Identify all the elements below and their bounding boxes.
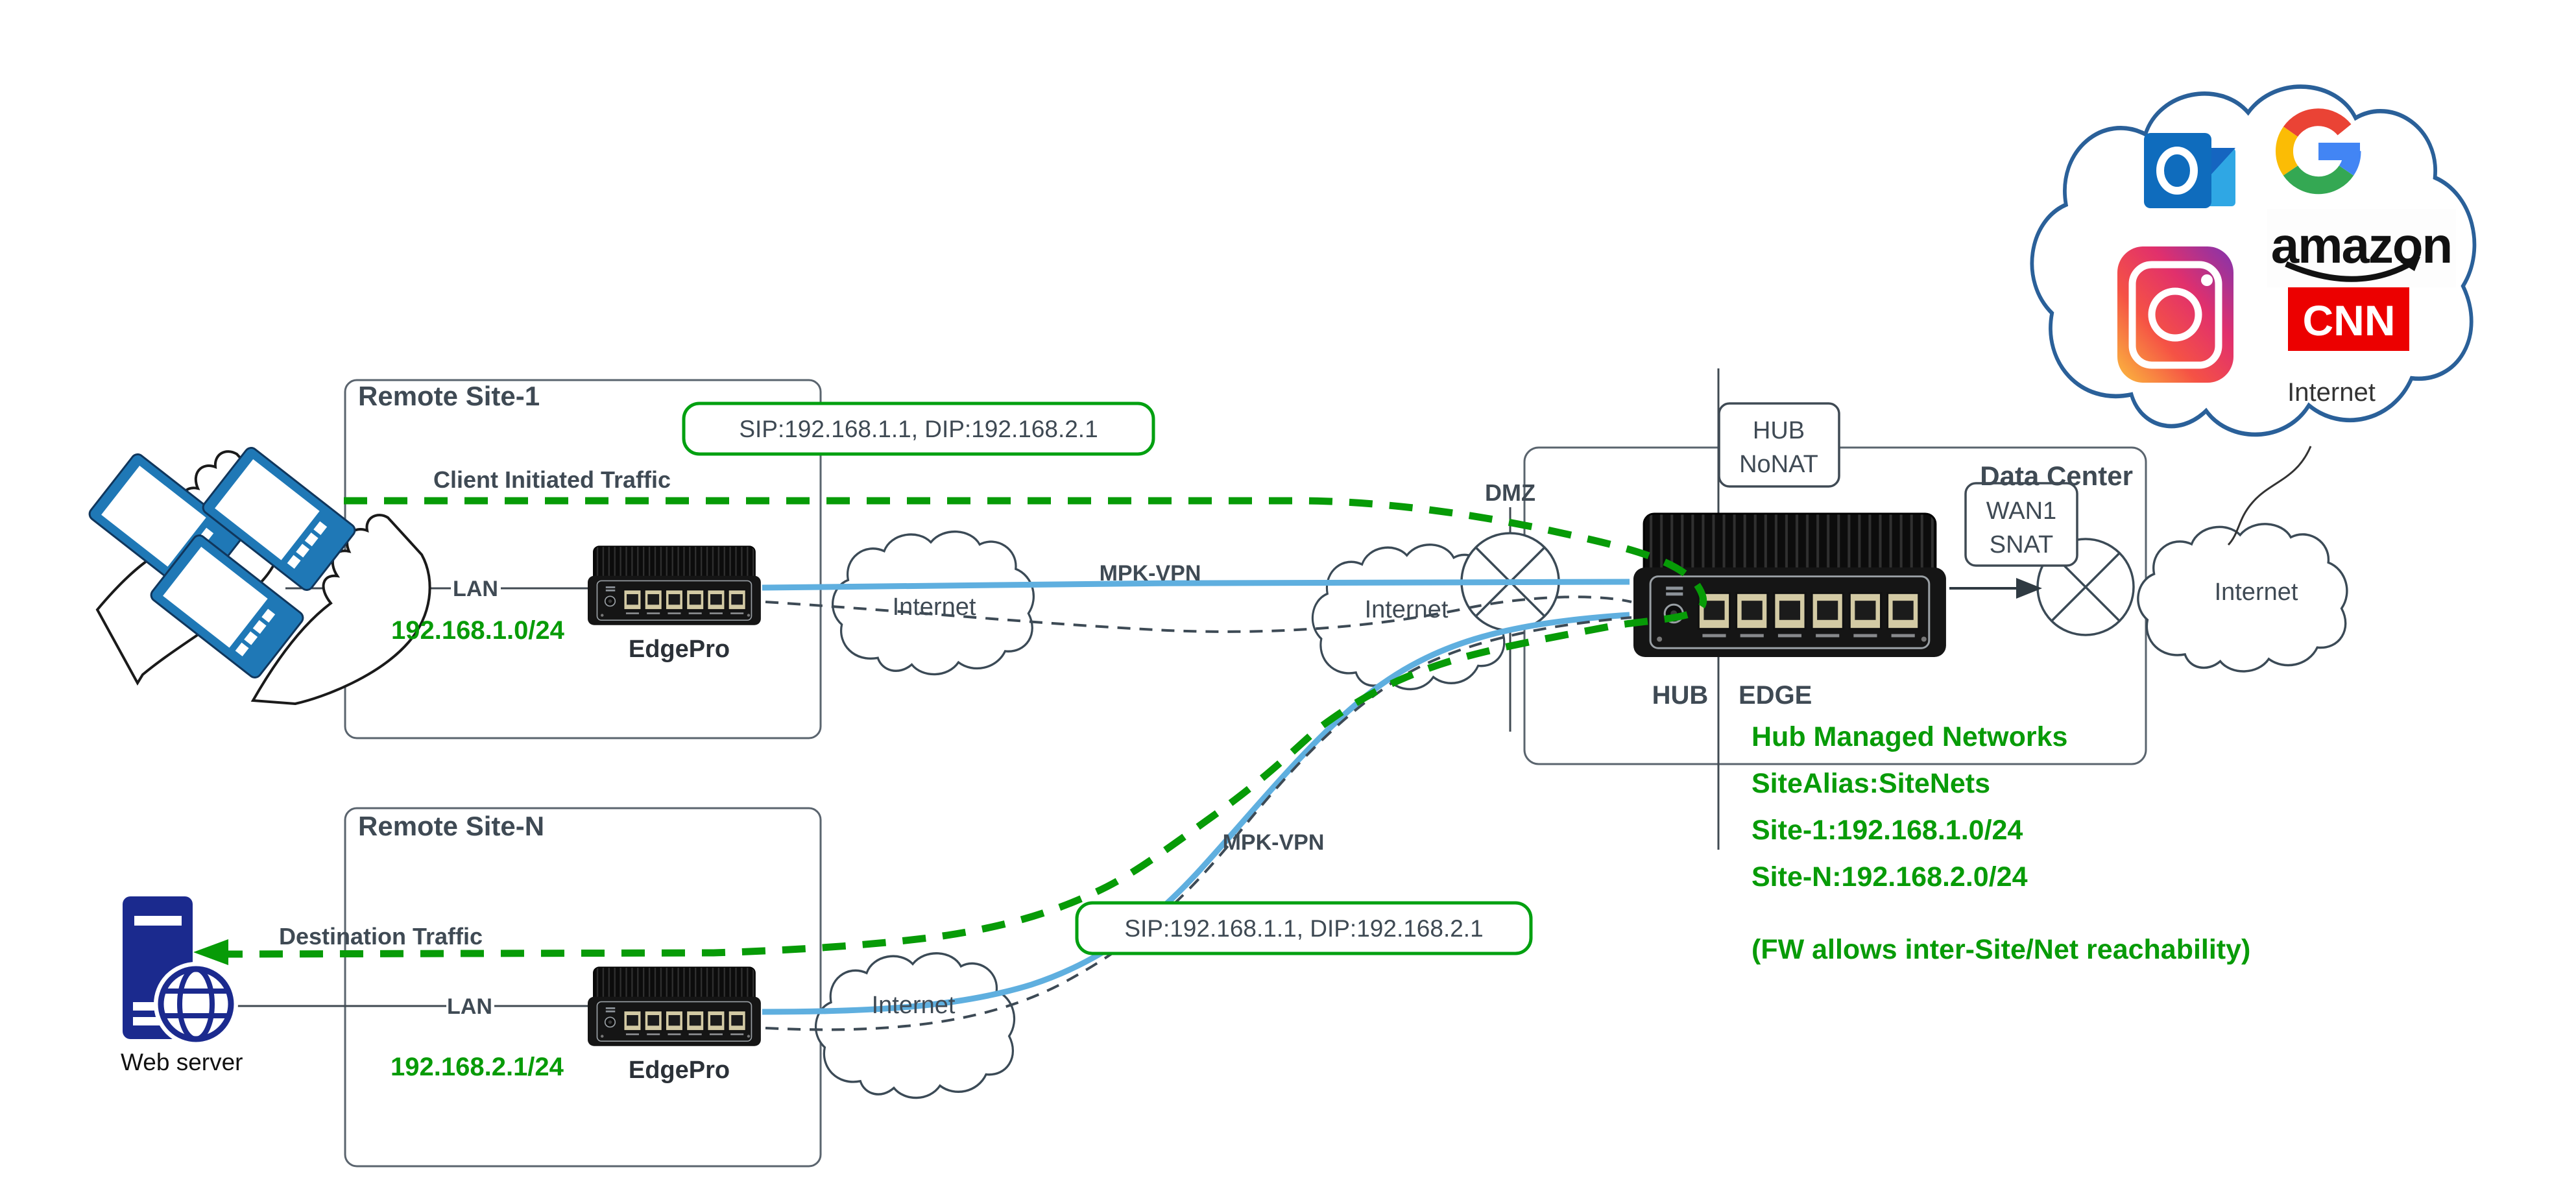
hub-nonat-box xyxy=(1718,402,1840,488)
fw-note: (FW allows inter-Site/Net reachability) xyxy=(1751,934,2250,965)
edgepro-device-2 xyxy=(587,966,762,1047)
mpk-vpn-label-bottom: MPK-VPN xyxy=(1223,830,1325,855)
amazon-logo: amazon xyxy=(2267,209,2456,287)
cnn-logo: CNN xyxy=(2288,287,2409,351)
web-server-icon xyxy=(123,896,238,1046)
wan1-snat-box xyxy=(1964,482,2078,567)
internet-label-3: Internet xyxy=(872,992,956,1019)
hub-edge-device xyxy=(1632,512,1947,658)
amazon-text: amazon xyxy=(2271,217,2451,274)
internet-label-2: Internet xyxy=(1365,596,1449,623)
hub-to-wan-arrowhead xyxy=(2016,578,2042,599)
managed-line-3: Site-1:192.168.1.0/24 xyxy=(1751,815,2023,846)
dmz-label: DMZ xyxy=(1485,479,1535,506)
datacenter-title: Data Center xyxy=(1980,461,2133,491)
instagram-icon xyxy=(2117,246,2233,383)
hub-nonat-text-1: HUB xyxy=(1753,417,1805,444)
vpn-tunnel-top xyxy=(762,579,1630,591)
web-server-label: Web server xyxy=(121,1049,243,1075)
siteN-title: Remote Site-N xyxy=(358,811,544,841)
snat-text: SNAT xyxy=(1990,531,2054,558)
hub-nonat-text-2: NoNAT xyxy=(1739,451,1818,478)
remote-site-n-box xyxy=(344,807,822,1168)
siteN-subnet: 192.168.2.1/24 xyxy=(391,1053,564,1081)
vpn-tunnel-bottom xyxy=(762,612,1630,1015)
wan1-text: WAN1 xyxy=(1986,497,2056,525)
lan-label-2: LAN xyxy=(447,994,492,1019)
site1-subnet: 192.168.1.0/24 xyxy=(391,616,565,645)
outlook-icon xyxy=(2144,133,2235,208)
sip-bottom-text: SIP:192.168.1.1, DIP:192.168.2.1 xyxy=(1124,915,1483,942)
edgepro-device-1 xyxy=(587,545,762,626)
underlay-dashed-top xyxy=(765,595,1632,633)
edgepro-label-1: EdgePro xyxy=(629,636,730,663)
lan-label-1: LAN xyxy=(453,577,498,601)
internet-label-1: Internet xyxy=(893,593,976,621)
edgepro-label-2: EdgePro xyxy=(629,1057,730,1084)
hand-right xyxy=(250,514,431,706)
hub-label: HUB xyxy=(1652,681,1709,710)
internet-label-top: Internet xyxy=(2287,378,2376,407)
phone-2 xyxy=(202,447,356,591)
google-icon xyxy=(2276,108,2361,195)
managed-line-4: Site-N:192.168.2.0/24 xyxy=(1751,861,2028,893)
sip-box-bottom xyxy=(1075,901,1533,955)
managed-line-2: SiteAlias:SiteNets xyxy=(1751,768,1990,799)
managed-line-1: Hub Managed Networks xyxy=(1751,721,2067,752)
sip-box-top xyxy=(682,401,1155,456)
sip-top-text: SIP:192.168.1.1, DIP:192.168.2.1 xyxy=(739,416,1098,442)
client-traffic-path xyxy=(228,497,1707,958)
edge-label: EDGE xyxy=(1739,681,1812,710)
client-phones xyxy=(88,447,356,678)
internet-cloud-3 xyxy=(814,952,1016,1099)
mpk-vpn-label-top: MPK-VPN xyxy=(1100,561,1201,586)
hub-managed-networks-block: Hub Managed Networks SiteAlias:SiteNets … xyxy=(1751,721,2250,965)
client-traffic-label: Client Initiated Traffic xyxy=(433,466,671,493)
cnn-text: CNN xyxy=(2303,296,2396,344)
site1-title: Remote Site-1 xyxy=(358,381,540,411)
phone-3 xyxy=(150,534,304,678)
destination-arrowhead xyxy=(193,939,228,965)
cloud-tail-line xyxy=(2227,446,2312,546)
internet-label-right: Internet xyxy=(2215,579,2298,606)
underlay-dashed-bottom xyxy=(765,616,1632,1031)
destination-traffic-label: Destination Traffic xyxy=(279,923,483,950)
